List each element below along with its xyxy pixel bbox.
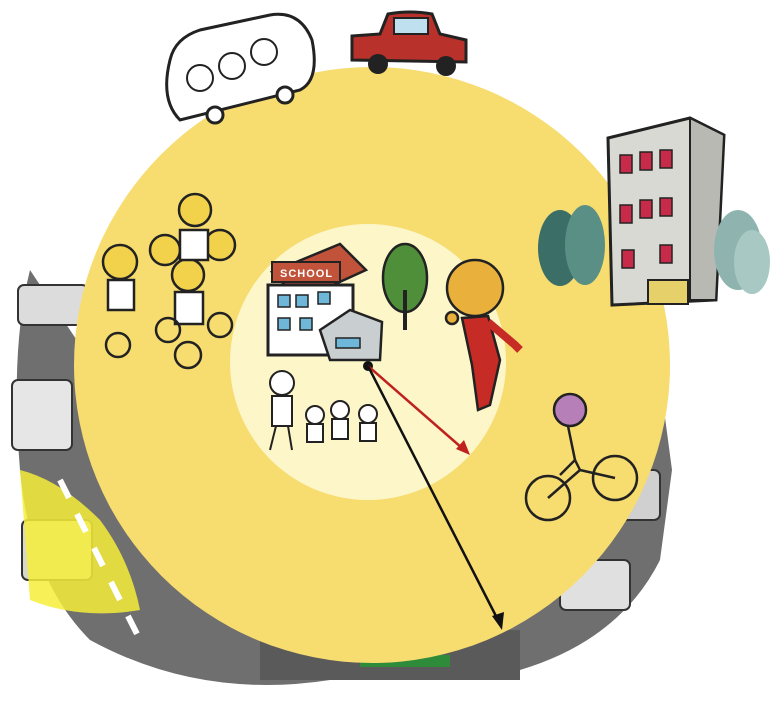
school-sign-label: SCHOOL <box>280 268 333 280</box>
car-icon <box>352 12 466 76</box>
bottom-mark: × <box>392 682 407 703</box>
